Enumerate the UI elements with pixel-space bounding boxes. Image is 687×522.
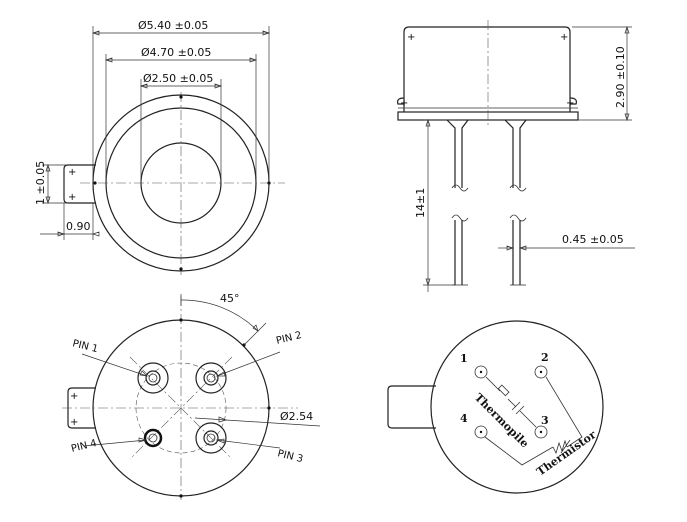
dim-cap-height-label: 2.90 ±0.10 bbox=[614, 46, 627, 108]
pin1-label: PIN 1 bbox=[71, 338, 99, 355]
lead-right-upper bbox=[504, 119, 527, 188]
angle-arc bbox=[180, 299, 259, 332]
schematic-pin3-label: 3 bbox=[541, 414, 549, 427]
schematic-pin-2 bbox=[534, 365, 548, 379]
svg-text:+: + bbox=[70, 417, 78, 428]
schematic-pin1-label: 1 bbox=[460, 352, 468, 365]
pin-1 bbox=[137, 362, 169, 394]
pin3-label: PIN 3 bbox=[276, 448, 304, 465]
svg-text:+: + bbox=[566, 98, 574, 109]
svg-text:+: + bbox=[407, 32, 415, 43]
svg-text:+: + bbox=[560, 32, 568, 43]
pin2-label: PIN 2 bbox=[275, 330, 303, 347]
pin-4 bbox=[143, 428, 163, 448]
schematic-pin-1 bbox=[474, 365, 488, 379]
schematic-tab bbox=[387, 385, 436, 429]
lead-left-upper bbox=[446, 119, 469, 188]
lead-left-lower bbox=[454, 220, 463, 285]
side-view-cap bbox=[403, 26, 571, 112]
svg-text:+: + bbox=[400, 98, 408, 109]
thermistor-symbol bbox=[552, 439, 568, 455]
schematic-pin4-label: 4 bbox=[460, 412, 468, 425]
side-view: + + + + 2.90 ±0.10 14±1 bbox=[397, 20, 635, 292]
schematic-outer-circle bbox=[430, 320, 604, 494]
lead-right-lower bbox=[512, 220, 521, 285]
pin-3 bbox=[195, 422, 227, 454]
dim-window-label: Ø2.50 ±0.05 bbox=[143, 72, 213, 85]
dim-tab-height-label: 1 ±0.05 bbox=[34, 161, 47, 205]
svg-text:+: + bbox=[68, 167, 76, 178]
bottom-view: + + bbox=[62, 292, 321, 500]
schematic-pin-3 bbox=[534, 425, 548, 439]
pin4-label: PIN 4 bbox=[70, 438, 98, 455]
schematic-view: 1 2 3 4 Thermopile Thermistor bbox=[387, 320, 604, 494]
svg-text:+: + bbox=[68, 192, 76, 203]
pitch-circle-label: Ø2.54 bbox=[280, 410, 313, 423]
pin-2 bbox=[195, 362, 227, 394]
thermopile-resistor bbox=[497, 384, 510, 397]
svg-text:+: + bbox=[70, 391, 78, 402]
thermopile-label: Thermopile bbox=[472, 391, 531, 450]
top-view: + + Ø5.40 ±0.05 Ø4.70 ±0.05 Ø2.50 ±0.05 bbox=[34, 19, 285, 275]
dim-cap-label: Ø4.70 ±0.05 bbox=[141, 46, 211, 59]
angle-label: 45° bbox=[220, 292, 240, 305]
dim-tab-width-label: 0.90 bbox=[66, 220, 91, 233]
schematic-pin2-label: 2 bbox=[541, 351, 549, 364]
dim-lead-diameter-label: 0.45 ±0.05 bbox=[562, 233, 624, 246]
schematic-pin-4 bbox=[474, 425, 488, 439]
dim-lead-length-label: 14±1 bbox=[414, 188, 427, 218]
dim-outer-label: Ø5.40 ±0.05 bbox=[138, 19, 208, 32]
